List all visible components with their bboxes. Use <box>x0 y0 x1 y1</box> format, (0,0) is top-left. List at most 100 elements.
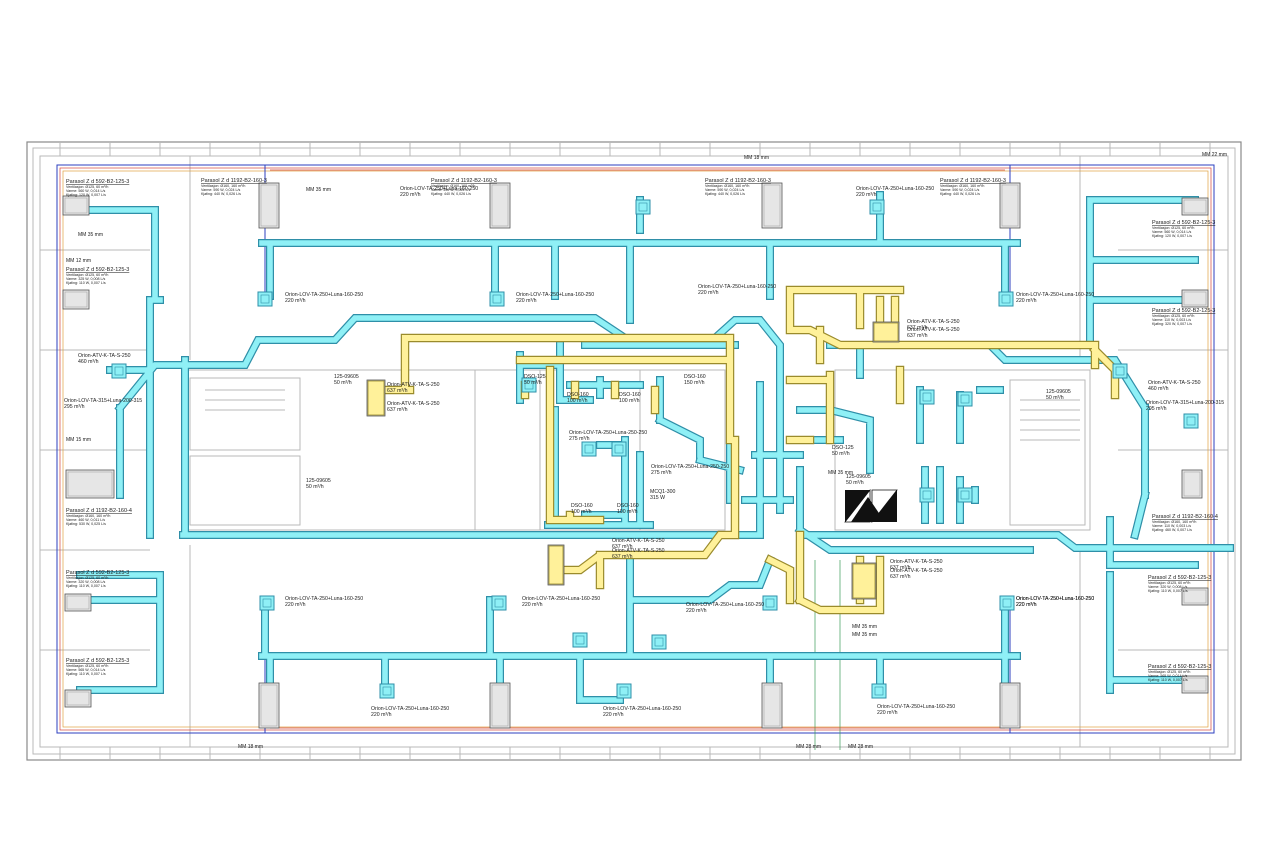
diffuser-core <box>960 394 970 404</box>
unit-spec: Kjøling: 440 W, 0,026 L/s <box>201 192 241 196</box>
equipment-label: 220 m³/h <box>1016 602 1037 608</box>
terminal-unit <box>761 682 783 729</box>
diffuser-core <box>575 635 585 645</box>
diffuser <box>871 683 887 699</box>
unit-title: Parasol Z d 592-B2-125-3 <box>1152 308 1215 314</box>
equipment-label: 295 m³/h <box>64 404 85 410</box>
diffuser-core <box>922 392 932 402</box>
equipment-label: 637 m³/h <box>890 574 911 580</box>
mm-label: MM 15 mm <box>66 437 91 443</box>
diffuser <box>111 363 127 379</box>
terminal-unit-inner <box>763 184 781 227</box>
equipment-label: Orion-LOV-TA-250+Luna-160-250 <box>1016 596 1094 602</box>
unit-spec: Varme: 590 W, 0,024 L/s <box>940 188 979 192</box>
unit-title: Parasol Z d 592-B2-125-3 <box>66 267 129 273</box>
diffuser-core <box>382 686 392 696</box>
equipment-label: 637 m³/h <box>387 407 408 413</box>
terminal-unit-inner <box>1183 199 1207 214</box>
unit-spec: Varme: 325 W, 0,008 L/s <box>66 277 105 281</box>
equipment-label: Orion-ATV-K-TA-S-250 <box>907 327 960 333</box>
equipment-label: Orion-ATV-K-TA-S-250 <box>1148 380 1201 386</box>
unit-title: Parasol Z d 1192-B2-160-3 <box>940 178 1006 184</box>
equipment-label: 220 m³/h <box>400 192 421 198</box>
terminal-units <box>62 182 1209 729</box>
diffuser <box>762 595 778 611</box>
diffuser-core <box>872 202 882 212</box>
diffuser <box>581 441 597 457</box>
equipment-label: 637 m³/h <box>612 544 633 550</box>
equipment-label: 637 m³/h <box>612 554 633 560</box>
equipment-label: 125-09605 <box>1046 389 1071 395</box>
terminal-unit-inner <box>1183 471 1201 497</box>
terminal-unit-inner <box>1001 684 1019 727</box>
diffuser <box>651 634 667 650</box>
equipment-label: 275 m³/h <box>651 470 672 476</box>
diffuser <box>1183 413 1199 429</box>
unit-spec: Ventilasjon: Ø125, 60 m³/h <box>1148 670 1190 674</box>
equipment-label: Orion-LOV-TA-250+Luna-160-250 <box>603 706 681 712</box>
unit-title: Parasol Z d 1192-B2-160-3 <box>201 178 267 184</box>
equipment-label: 50 m³/h <box>334 380 352 386</box>
unit-spec: Kjøling: 120 W, 0,007 L/s <box>1152 234 1192 238</box>
equipment-label: DSO-160 <box>619 392 641 398</box>
equipment-label: 125-09605 <box>306 478 331 484</box>
equipment-label: 275 m³/h <box>569 436 590 442</box>
terminal-unit <box>1181 197 1209 216</box>
exhaust-unit <box>548 545 564 585</box>
exhaust-unit <box>367 380 385 416</box>
diffuser-core <box>619 686 629 696</box>
equipment-label: 220 m³/h <box>371 712 392 718</box>
unit-spec: Kjøling: 320 W, 0,007 L/s <box>1152 322 1192 326</box>
exhaust-unit <box>873 322 899 342</box>
equipment-label: DSO-160 <box>617 503 639 509</box>
equipment-label: 100 m³/h <box>567 398 588 404</box>
equipment-label: DSO-160 <box>571 503 593 509</box>
equipment-label: 50 m³/h <box>524 380 542 386</box>
equipment-label: Orion-LOV-TA-250+Luna-160-250 <box>516 292 594 298</box>
diffuser-core <box>524 380 534 390</box>
equipment-label: Orion-ATV-K-TA-S-250 <box>612 548 665 554</box>
terminal-unit-inner <box>1183 589 1207 604</box>
mm-label: MM 18 mm <box>238 744 263 750</box>
diffuser <box>957 391 973 407</box>
equipment-label: 460 m³/h <box>78 359 99 365</box>
equipment-label: 220 m³/h <box>1016 298 1037 304</box>
unit-spec: Ventilasjon: Ø160, 160 m³/h <box>940 184 984 188</box>
unit-spec: Ventilasjon: Ø125, 60 m³/h <box>66 273 108 277</box>
diffusers <box>111 199 1199 699</box>
diffuser <box>635 199 651 215</box>
unit-title: Parasol Z d 1192-B2-160-4 <box>66 508 132 514</box>
unit-spec: Varme: 590 W, 0,024 L/s <box>705 188 744 192</box>
unit-spec: Varme: 590 W, 0,024 L/s <box>201 188 240 192</box>
unit-spec: Ventilasjon: Ø125, 60 m³/h <box>66 185 108 189</box>
diffuser-core <box>114 366 124 376</box>
diffuser-core <box>638 202 648 212</box>
equipment-label: Orion-LOV-TA-250+Luna-160-250 <box>285 596 363 602</box>
diffuser <box>521 377 537 393</box>
terminal-unit-inner <box>1001 184 1019 227</box>
equipment-label: Orion-LOV-TA-315+Luna-200-315 <box>64 398 142 404</box>
terminal-unit-inner <box>67 471 113 497</box>
equipment-label: 125-09605 <box>846 474 871 480</box>
supply-ducts <box>66 191 1234 704</box>
equipment-label: Orion-ATV-K-TA-S-250 <box>78 353 131 359</box>
diffuser <box>491 595 507 611</box>
diffuser <box>611 441 627 457</box>
mm-label: MM 28 mm <box>848 744 873 750</box>
diffuser <box>919 389 935 405</box>
unit-spec: Varme: 460 W, 0,011 L/s <box>66 518 105 522</box>
diffuser <box>572 632 588 648</box>
equipment-label: 220 m³/h <box>698 290 719 296</box>
equipment-label: 100 m³/h <box>617 509 638 515</box>
unit-spec: Varme: 560 W, 0,014 L/s <box>66 189 105 193</box>
equipment-label: Orion-LOV-TA-250+Luna-160-250 <box>856 186 934 192</box>
equipment-label: Orion-ATV-K-TA-S-250 <box>907 319 960 325</box>
mm-label: MM 35 mm <box>852 632 877 638</box>
diffuser-core <box>1001 294 1011 304</box>
equipment-label: 637 m³/h <box>387 388 408 394</box>
equipment-label: DSO-160 <box>567 392 589 398</box>
equipment-label: Orion-LOV-TA-250+Luna-160-250 <box>400 186 478 192</box>
terminal-unit-inner <box>1183 677 1207 692</box>
unit-spec: Kjøling: 120 W, 0,007 L/s <box>66 193 106 197</box>
